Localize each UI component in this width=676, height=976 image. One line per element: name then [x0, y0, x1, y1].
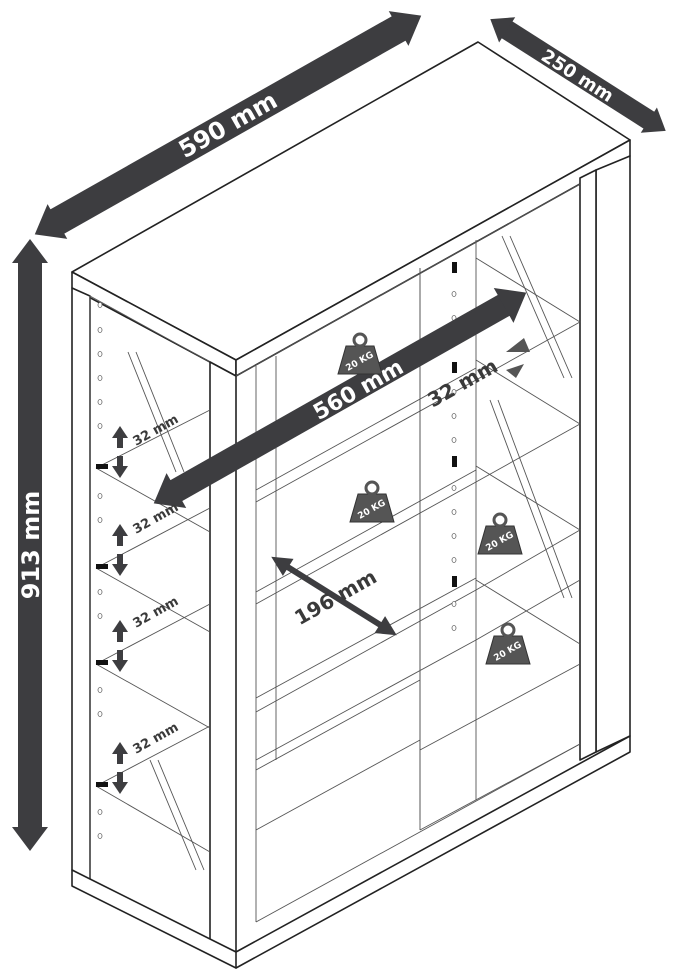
weight-icon-2: 20 KG: [348, 480, 396, 524]
shelf-pegs: [96, 262, 457, 787]
shelves: [95, 235, 581, 871]
spacing-label-3: 32 mm: [131, 594, 182, 632]
spacing-marker-3: 32 mm: [112, 594, 181, 672]
width-label: 590 mm: [174, 86, 282, 164]
right-side-edge: [579, 169, 597, 761]
spacing-label-1: 32 mm: [131, 412, 182, 450]
left-side-panel: [71, 287, 91, 881]
weight-icon-1: 20 KG: [336, 332, 384, 376]
spacing-marker-2: 32 mm: [112, 500, 181, 576]
spacing-marker-1: 32 mm: [112, 412, 181, 478]
cabinet-bottom: [71, 735, 631, 969]
height-dimension: 913 mm: [12, 239, 48, 851]
shelf-1: [95, 257, 581, 533]
weight-icons: 20 KG 20 KG 20 KG 20 KG: [336, 332, 532, 666]
peg-holes: [97, 291, 457, 839]
inner-depth-dimension: 196 mm: [271, 556, 397, 636]
shelf-spacing-markers: 32 mm 32 mm 32 mm 32 mm: [112, 412, 181, 794]
spacing-marker-4: 32 mm: [112, 720, 181, 794]
height-label: 913 mm: [17, 491, 45, 599]
weight-icon-3: 20 KG: [476, 512, 524, 556]
spacing-label-2: 32 mm: [131, 500, 182, 538]
spacing-label-4: 32 mm: [131, 720, 182, 758]
weight-icon-4: 20 KG: [484, 622, 532, 666]
right-front-post: [595, 155, 631, 753]
glass-reflections: [127, 235, 573, 871]
shelf-spacing-label: 32 mm: [423, 354, 501, 413]
shelf-4: [95, 579, 581, 853]
shelf-3: [95, 465, 581, 729]
